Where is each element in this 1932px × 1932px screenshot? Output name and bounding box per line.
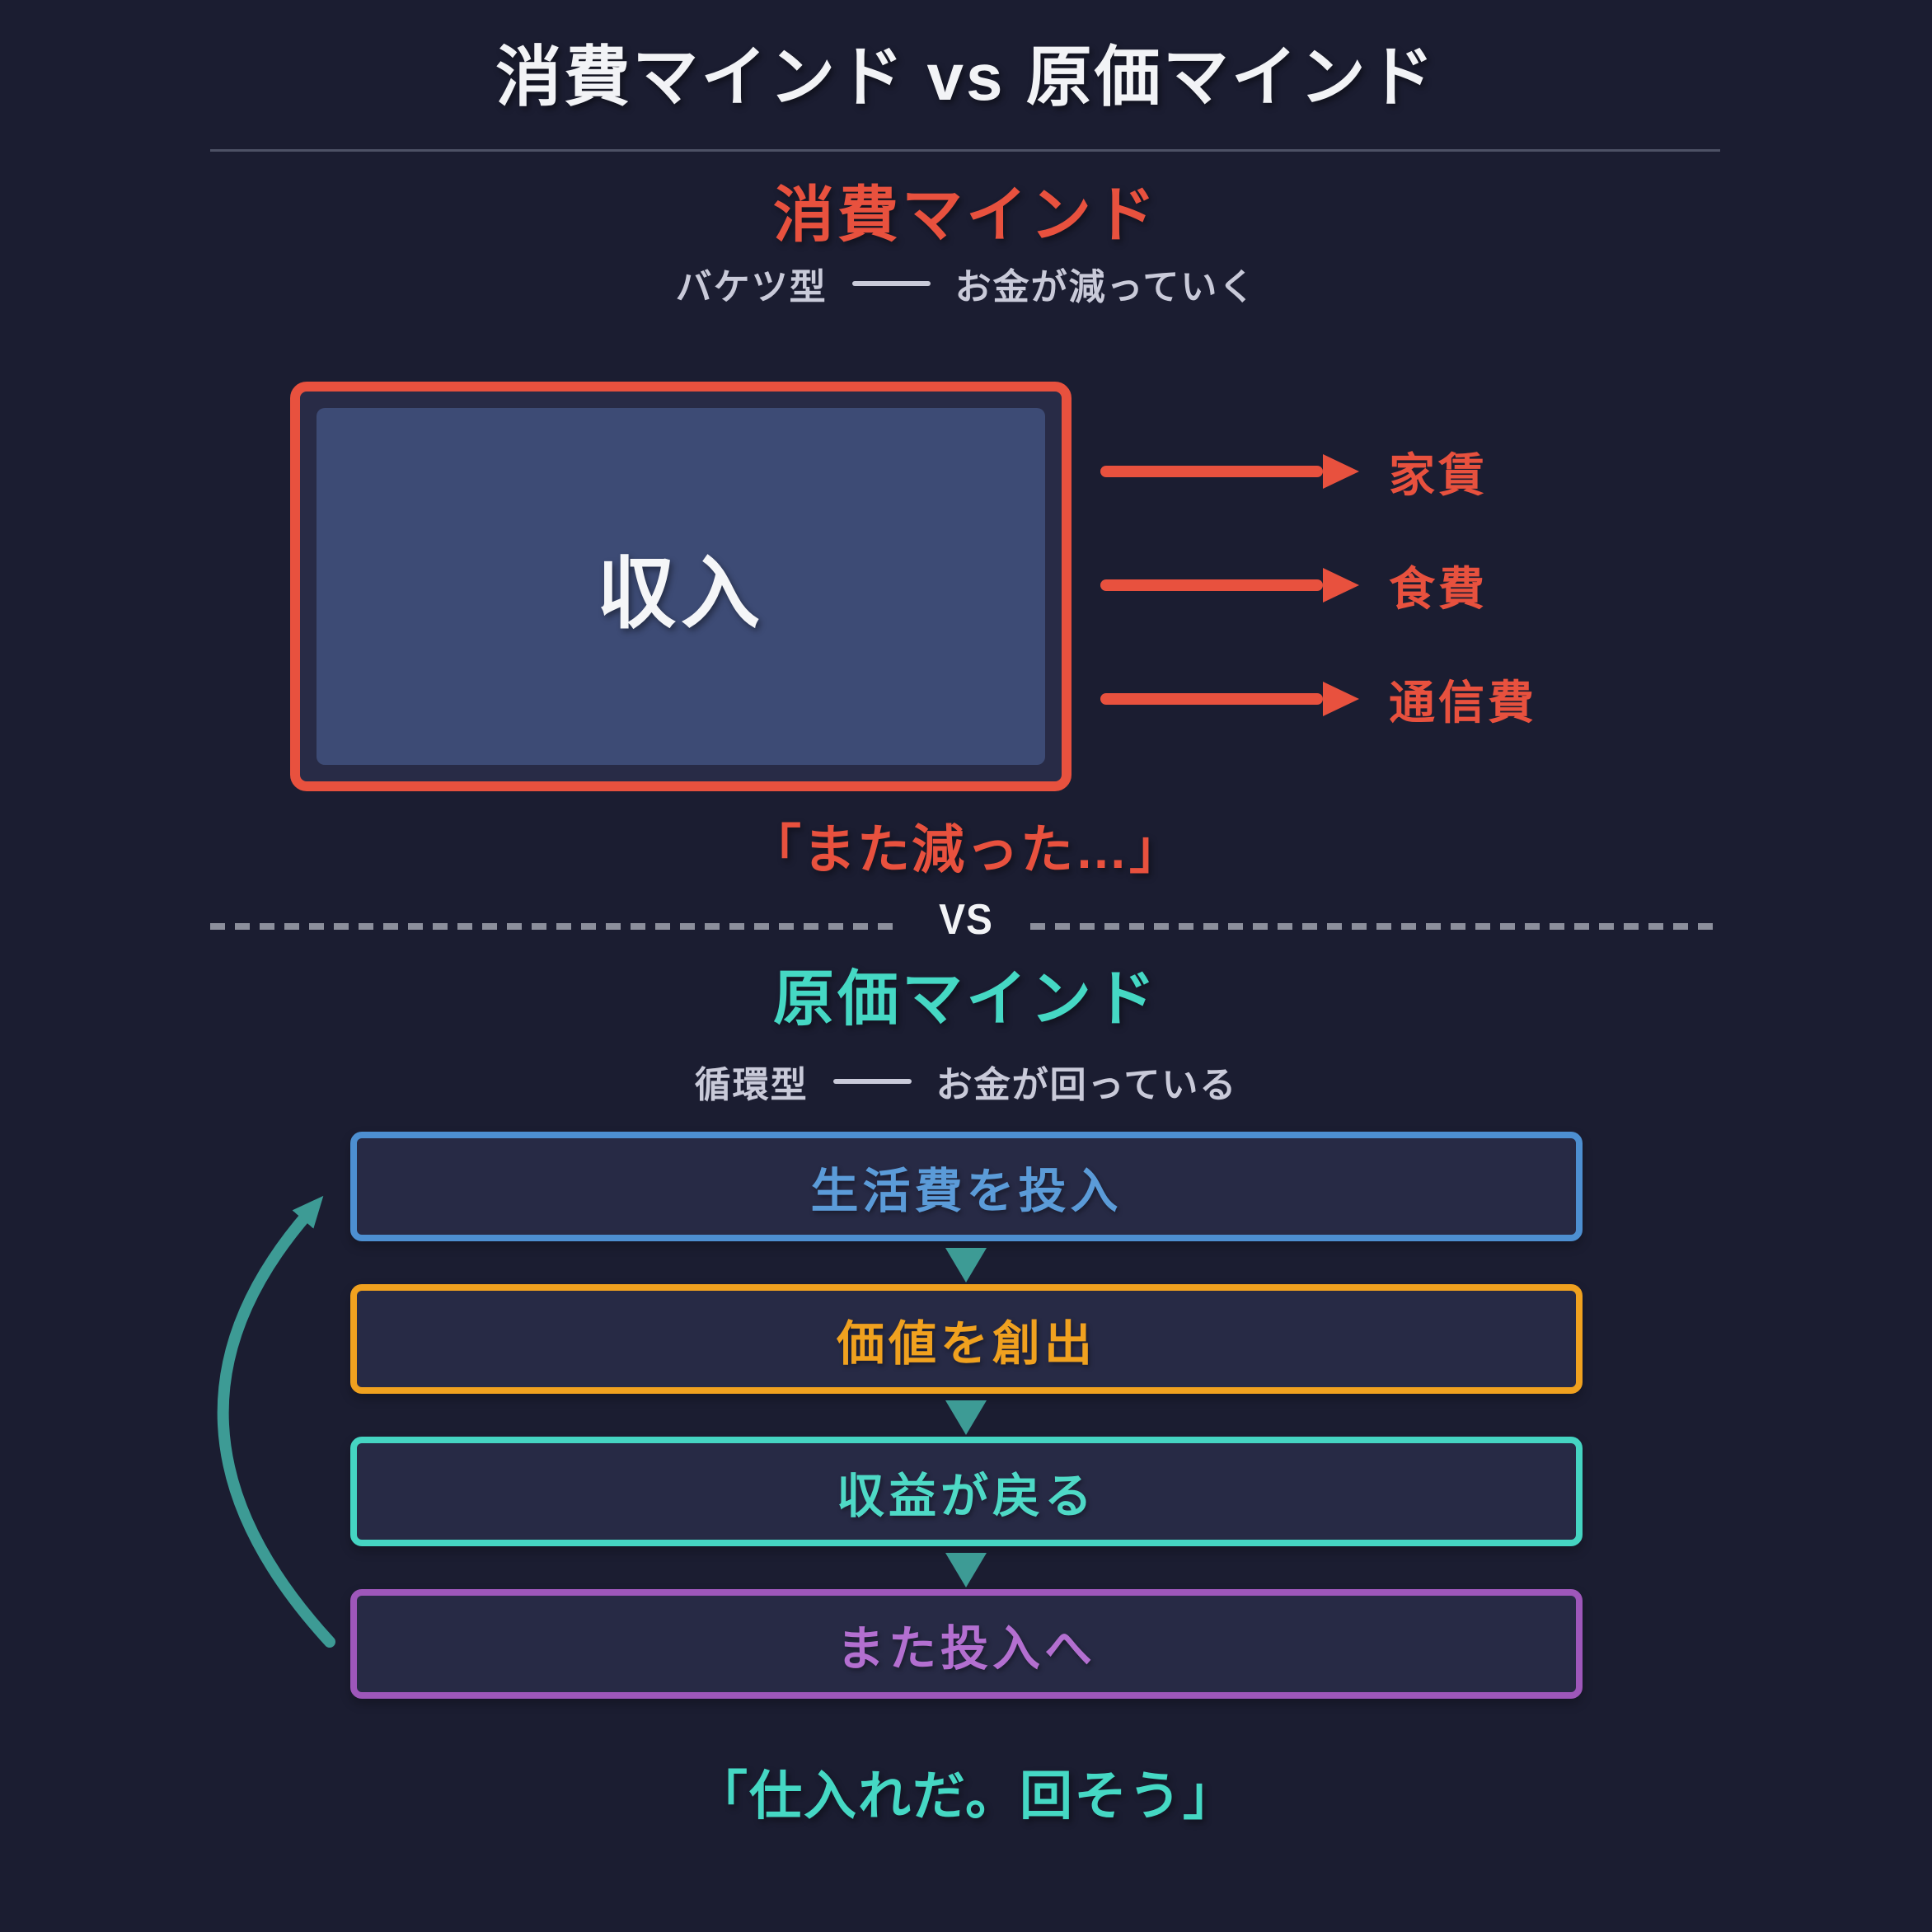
vs-label: VS: [939, 896, 993, 944]
step-box-create-value: 価値を創出: [350, 1284, 1583, 1394]
expense-row: 家賃: [1100, 440, 1488, 503]
consumption-caption: バケツ型 お金が減っていく: [0, 257, 1932, 310]
vs-divider-dash-left: [210, 923, 903, 930]
income-fill: 収入: [317, 408, 1045, 765]
expense-arrowhead-icon: [1323, 454, 1359, 489]
consumption-quote: 「また減った…」: [748, 820, 1184, 879]
caption-dash-line: [832, 1079, 912, 1084]
expense-arrow-icon: [1100, 579, 1323, 591]
expense-row: 食費: [1100, 554, 1488, 617]
flow-down-arrow-icon: [945, 1553, 987, 1587]
income-bucket-box: 収入: [290, 382, 1072, 791]
cost-caption-type: 循環型: [694, 1065, 809, 1105]
step-box-revenue-returns: 収益が戻る: [350, 1437, 1583, 1546]
expense-arrow-icon: [1100, 693, 1323, 705]
expense-arrowhead-icon: [1323, 568, 1359, 603]
cost-heading: 原価マインド: [773, 964, 1159, 1033]
title-separator-line: [210, 149, 1720, 152]
expense-label-telecom: 通信費: [1389, 678, 1537, 729]
expense-label-rent: 家賃: [1389, 450, 1488, 502]
cost-quote: 「仕入れだ。回そう」: [694, 1767, 1238, 1826]
consumption-caption-desc: お金が減っていく: [954, 267, 1257, 307]
consumption-caption-type: バケツ型: [675, 267, 828, 307]
step-box-reinvest: また投入へ: [350, 1589, 1583, 1699]
vs-divider-dash-right: [1030, 923, 1723, 930]
expense-row: 通信費: [1100, 668, 1537, 730]
cost-caption: 循環型 お金が回っている: [0, 1055, 1932, 1108]
step-label: 価値を創出: [836, 1316, 1096, 1371]
income-label: 収入: [597, 550, 765, 638]
caption-dash-line: [851, 281, 931, 286]
cost-caption-desc: お金が回っている: [936, 1065, 1238, 1105]
step-box-invest: 生活費を投入: [350, 1132, 1583, 1241]
step-label: 収益が戻る: [836, 1469, 1096, 1523]
consumption-heading: 消費マインド: [773, 181, 1159, 249]
expense-label-food: 食費: [1389, 564, 1488, 616]
flow-down-arrow-icon: [945, 1400, 987, 1435]
flow-down-arrow-icon: [945, 1248, 987, 1283]
page-title: 消費マインド vs 原価マインド: [495, 40, 1437, 114]
step-label: 生活費を投入: [810, 1164, 1123, 1218]
step-label: また投入へ: [836, 1621, 1096, 1676]
expense-arrow-icon: [1100, 466, 1323, 477]
expense-arrowhead-icon: [1323, 682, 1359, 716]
